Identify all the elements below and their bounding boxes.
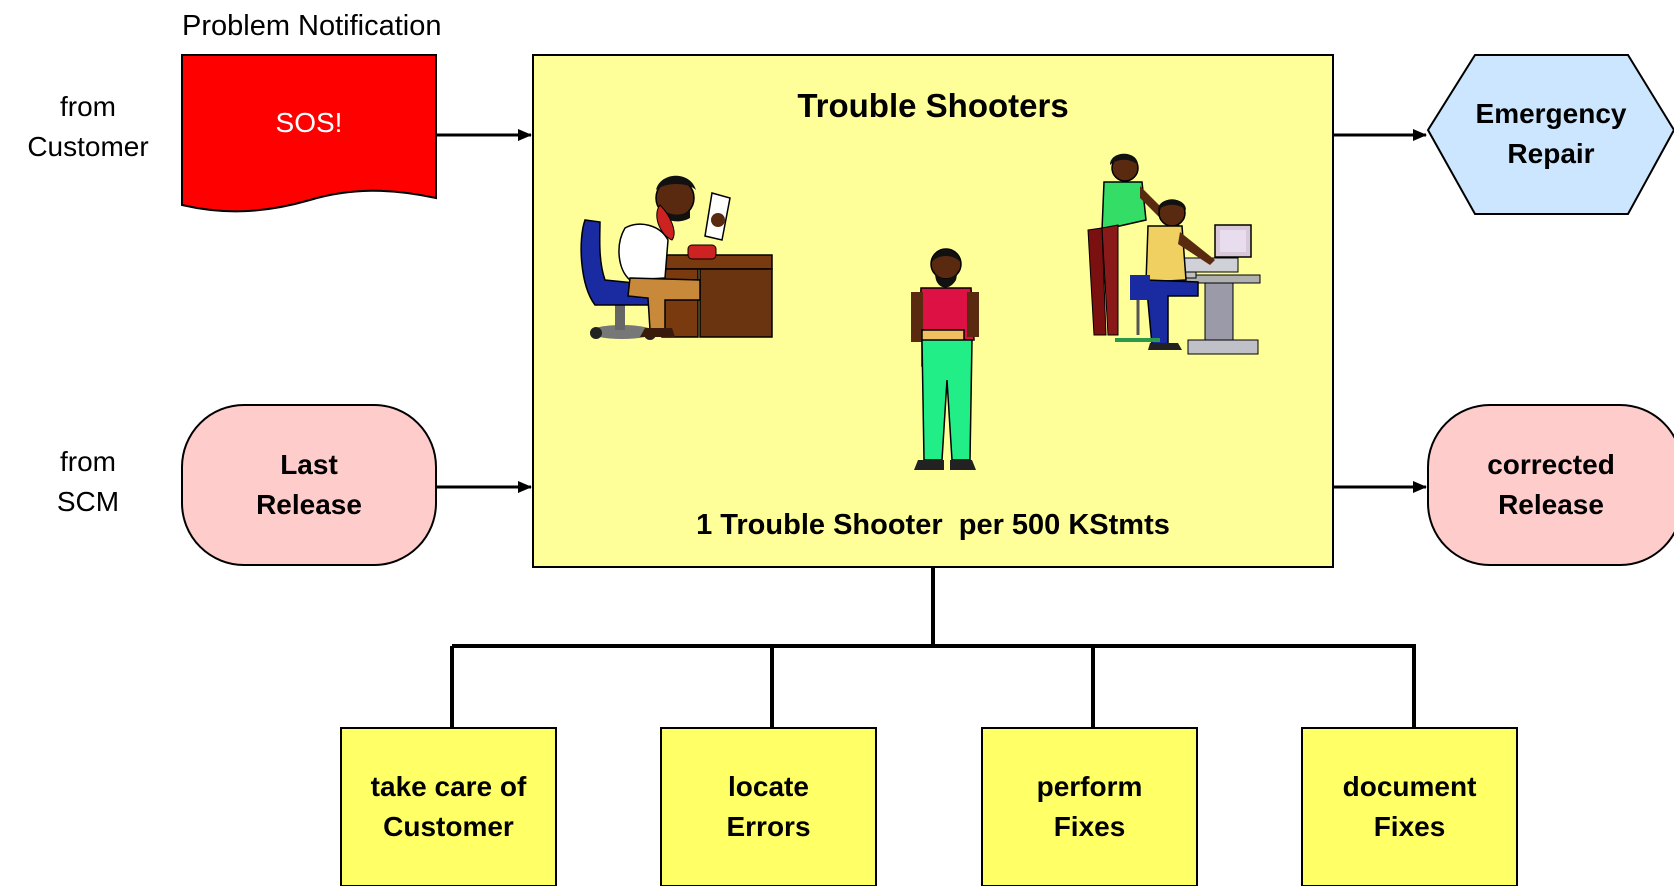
from-customer-line1: from — [60, 91, 116, 122]
corrected-release-shape — [1427, 404, 1674, 566]
last-release-label: Last Release — [182, 445, 436, 525]
task-perform-line1: perform — [1036, 771, 1143, 802]
task-box-customer — [340, 727, 557, 886]
task-label-perform: perform Fixes — [982, 767, 1197, 847]
sos-text: SOS! — [275, 107, 343, 138]
task-document-line2: Fixes — [1373, 811, 1446, 842]
problem-notification-label: Problem Notification — [182, 10, 442, 42]
task-document-line1: document — [1342, 771, 1477, 802]
emergency-repair-line1: Emergency — [1475, 98, 1627, 129]
task-locate-line1: locate — [728, 771, 809, 802]
person-on-phone-at-desk-icon — [580, 175, 773, 340]
two-people-at-computer-icon — [1087, 153, 1261, 355]
from-scm-label: from SCM — [0, 442, 176, 522]
task-box-document — [1301, 727, 1518, 886]
emergency-repair-label: Emergency Repair — [1428, 94, 1674, 174]
task-box-perform — [981, 727, 1198, 886]
corrected-release-line2: Release — [1498, 489, 1604, 520]
task-label-locate: locate Errors — [661, 767, 876, 847]
standing-person-with-folder-icon — [911, 248, 979, 470]
task-locate-line2: Errors — [726, 811, 811, 842]
from-scm-line2: SCM — [56, 486, 120, 517]
from-customer-line2: Customer — [27, 131, 149, 162]
main-box-footer: 1 Trouble Shooter per 500 KStmts — [696, 509, 1170, 541]
task-label-document: document Fixes — [1302, 767, 1517, 847]
task-customer-line1: take care of — [370, 771, 527, 802]
last-release-line1: Last — [280, 449, 338, 480]
last-release-line2: Release — [256, 489, 362, 520]
task-perform-line2: Fixes — [1053, 811, 1126, 842]
task-box-locate — [660, 727, 877, 886]
task-customer-line2: Customer — [383, 811, 514, 842]
last-release-shape — [181, 404, 437, 566]
from-scm-line1: from — [60, 446, 116, 477]
emergency-repair-hexagon — [1426, 54, 1674, 215]
emergency-repair-line2: Repair — [1507, 138, 1595, 169]
corrected-release-line1: corrected — [1487, 449, 1615, 480]
task-tree-connector — [450, 567, 1416, 728]
sos-document-shape — [181, 54, 437, 213]
task-label-customer: take care of Customer — [341, 767, 556, 847]
corrected-release-label: corrected Release — [1428, 445, 1674, 525]
main-box-title: Trouble Shooters — [797, 87, 1069, 124]
from-customer-label: from Customer — [0, 87, 176, 167]
